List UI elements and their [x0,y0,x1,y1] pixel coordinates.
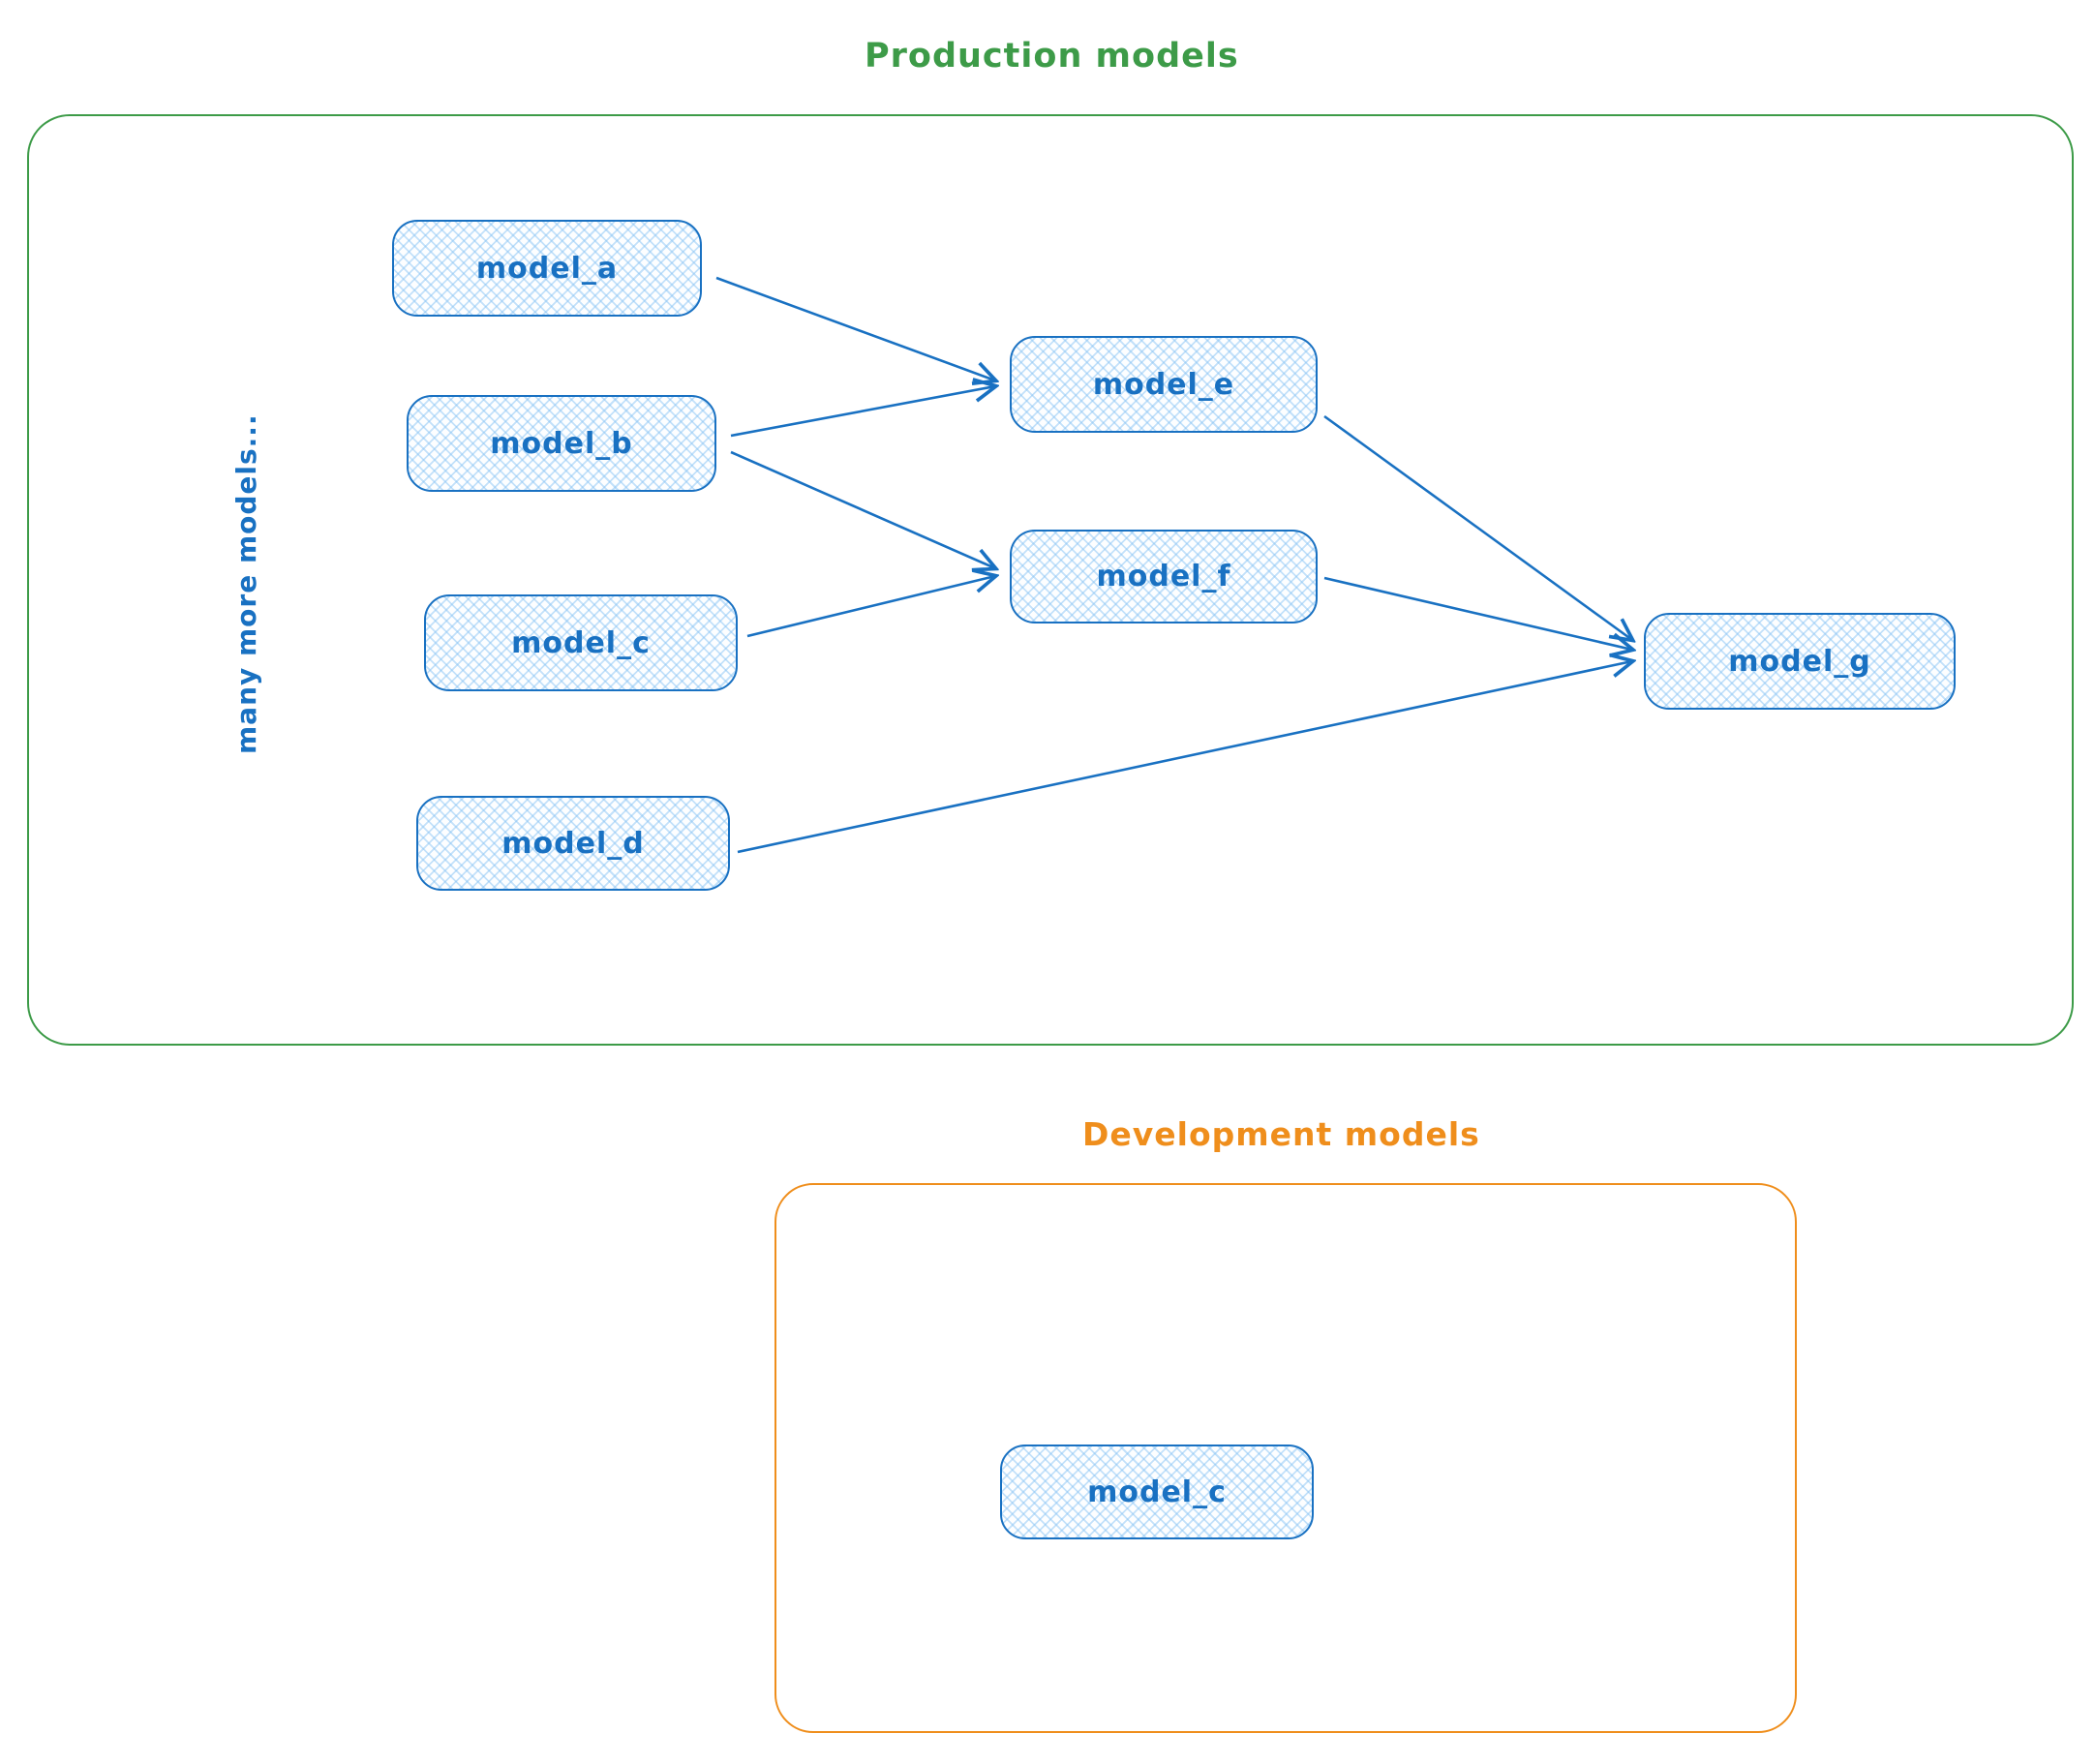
node-model_e-label: model_e [1092,367,1235,402]
node-model_g-label: model_g [1728,644,1871,679]
node-model_b-label: model_b [490,426,633,461]
development-group-container [774,1183,1797,1733]
development-group-title: Development models [1082,1115,1480,1153]
node-model_c-label: model_c [511,625,651,660]
node-model_c[interactable]: model_c [424,594,738,691]
production-group-container [27,114,2074,1046]
node-model_a-label: model_a [475,251,619,286]
node-model_d[interactable]: model_d [416,796,730,891]
node-model_b[interactable]: model_b [407,395,716,492]
node-model_f[interactable]: model_f [1010,530,1318,623]
node-model_c-development-label: model_c [1087,1475,1227,1509]
production-group-title: Production models [865,37,1239,76]
node-model_f-label: model_f [1096,560,1231,593]
node-model_c-development[interactable]: model_c [1000,1445,1314,1539]
node-model_e[interactable]: model_e [1010,336,1318,433]
many-more-models-note: many more models... [230,413,262,754]
node-model_a[interactable]: model_a [392,220,702,317]
node-model_g[interactable]: model_g [1644,613,1956,710]
node-model_d-label: model_d [501,826,645,861]
